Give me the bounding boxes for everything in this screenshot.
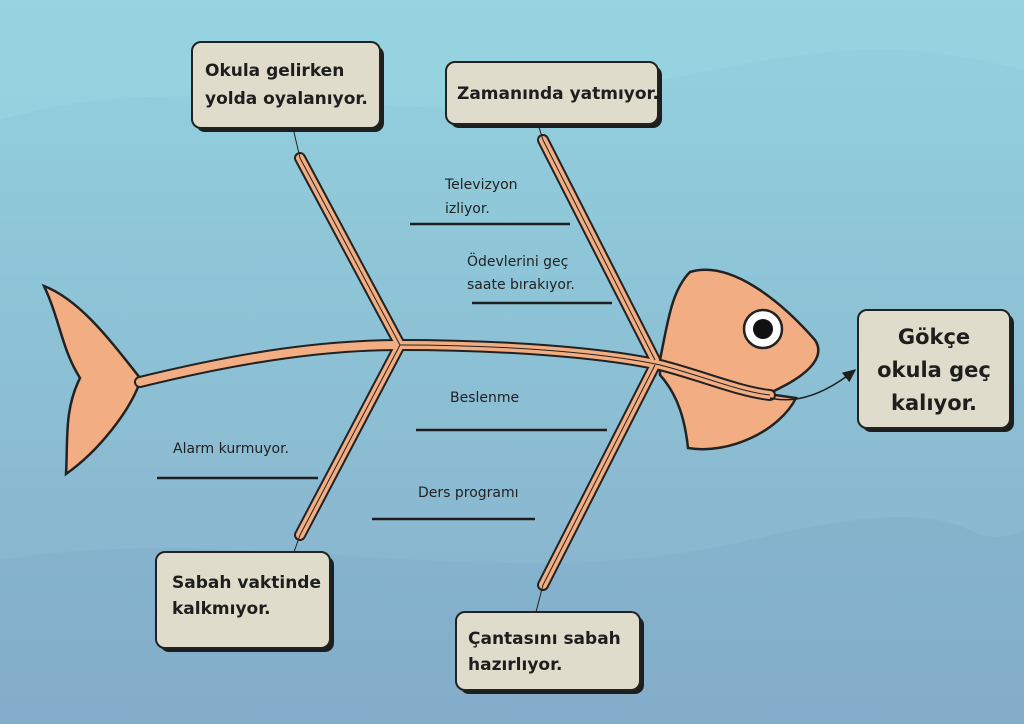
cause-box: Zamanında yatmıyor. bbox=[445, 61, 662, 128]
fish-bones bbox=[134, 123, 776, 613]
sub-cause-label: Ders programı bbox=[418, 485, 519, 501]
fish-tail bbox=[41, 283, 142, 477]
fish-pupil bbox=[753, 319, 773, 339]
svg-text:Zamanında yatmıyor.: Zamanında yatmıyor. bbox=[457, 84, 659, 104]
sub-cause-label: Alarm kurmuyor. bbox=[173, 441, 289, 457]
sub-cause-label: Beslenme bbox=[450, 390, 519, 406]
fish-head bbox=[658, 268, 820, 451]
effect-arrow bbox=[769, 369, 857, 401]
